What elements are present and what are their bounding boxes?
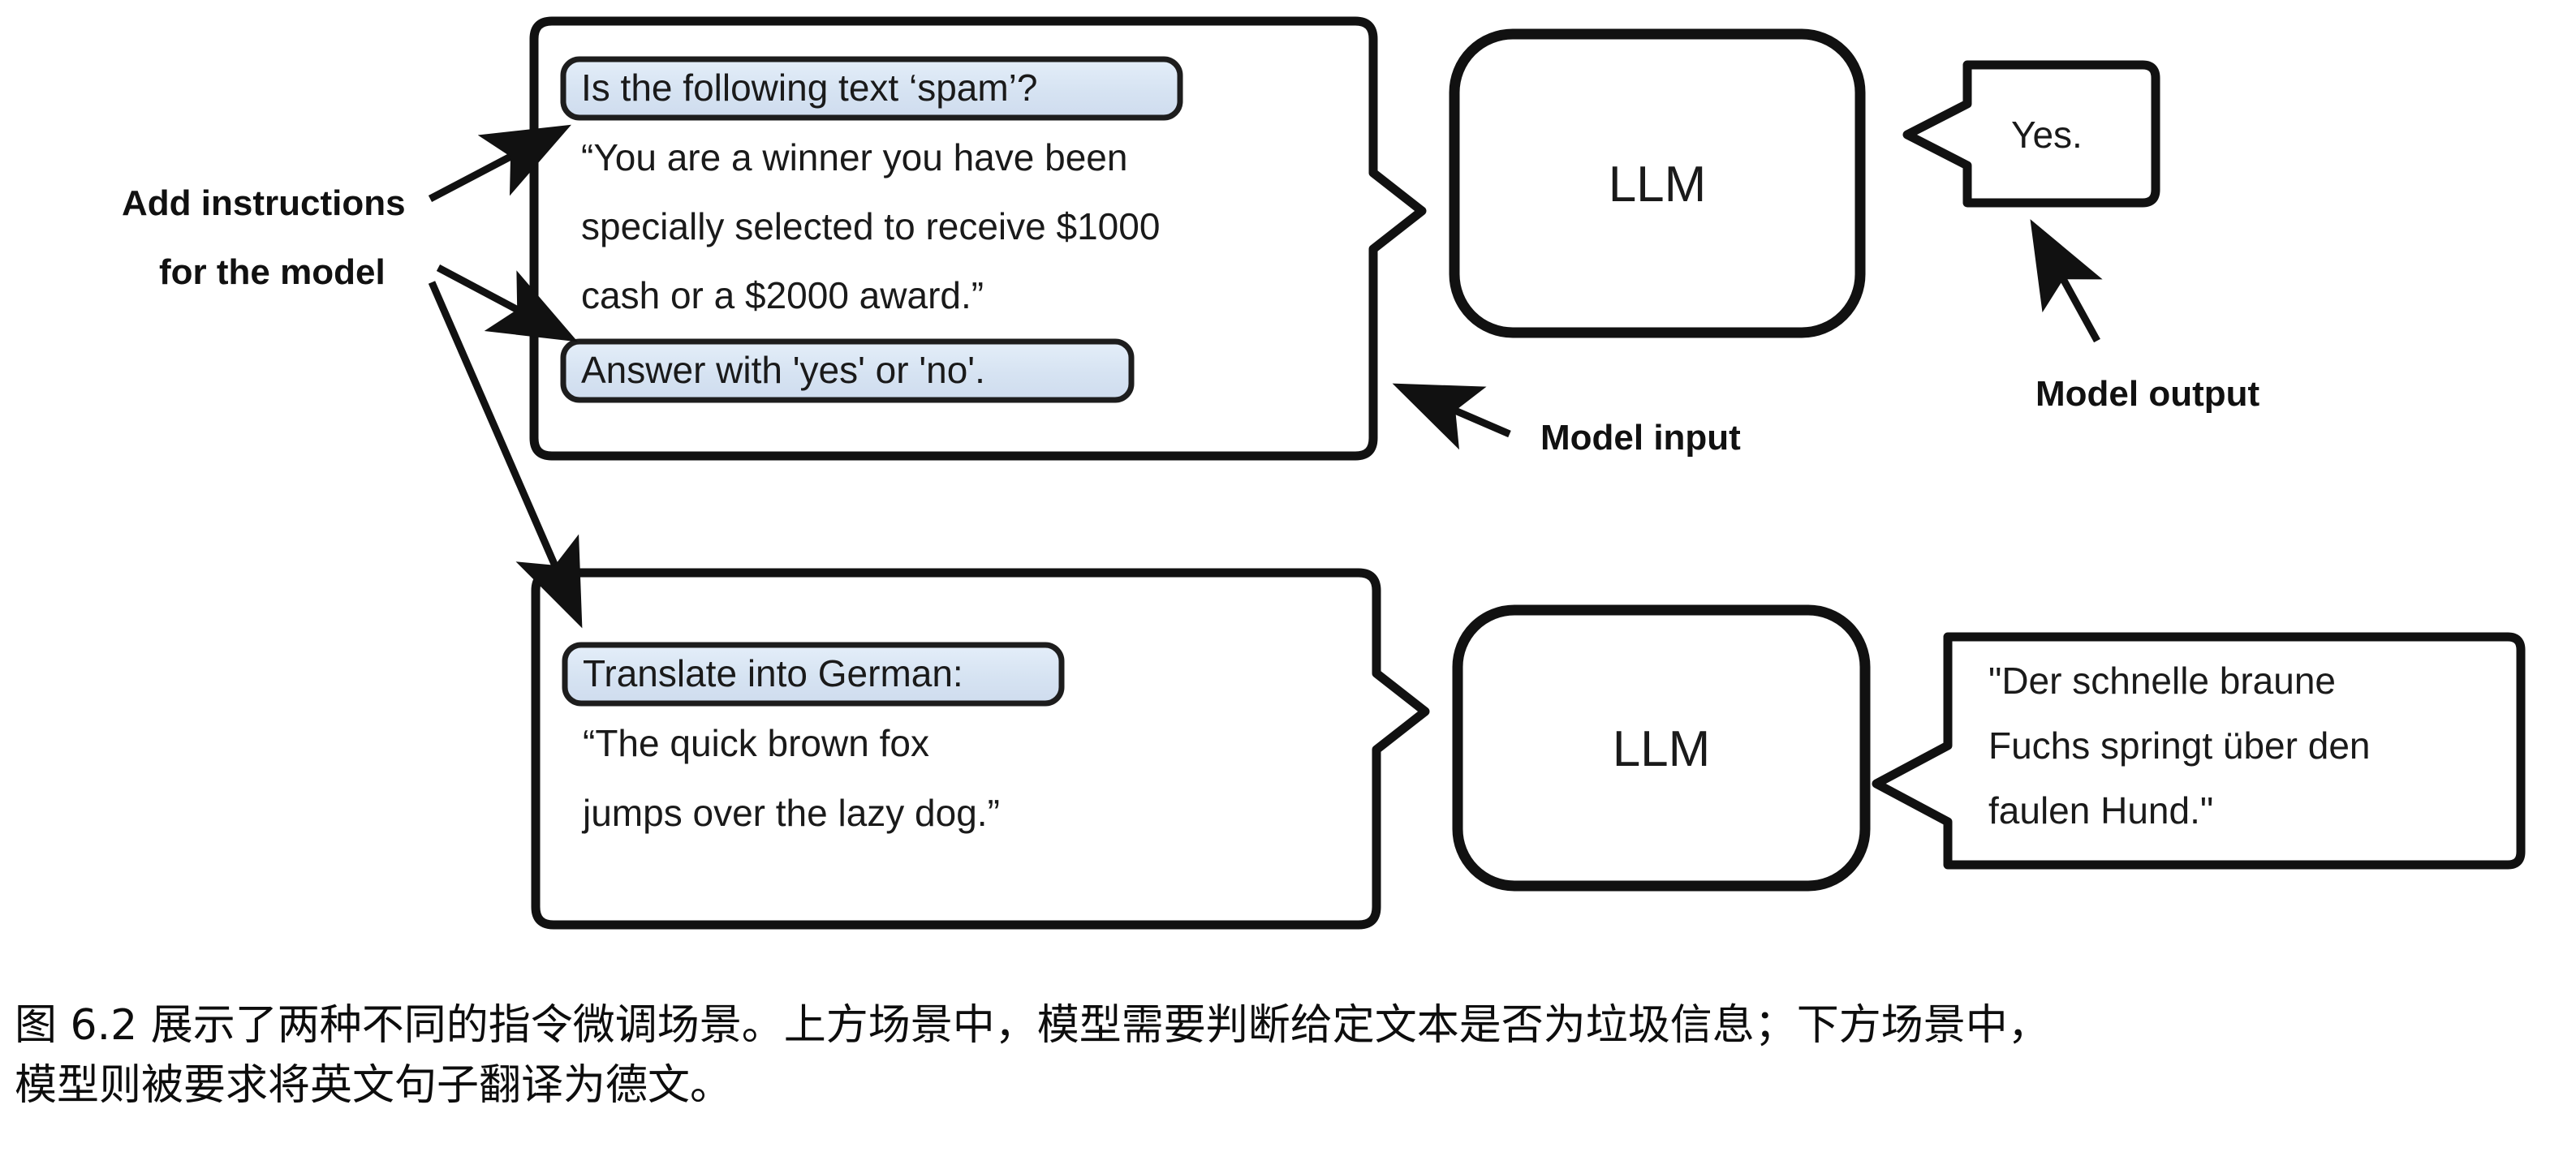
model-output-bubble-german xyxy=(1872,632,2526,870)
spam-body-line-1: “You are a winner you have been xyxy=(581,136,1127,178)
instruction-highlight-spam-top xyxy=(560,56,1183,121)
add-instructions-label-line-2: for the model xyxy=(159,252,386,292)
model-output-bubble-yes-label: Yes. xyxy=(2011,114,2083,156)
translate-body-line-1: “The quick brown fox xyxy=(583,722,929,764)
model-output-bubble-german-line-1: "Der schnelle braune xyxy=(1988,660,2336,702)
translate-body-line-2: jumps over the lazy dog.” xyxy=(581,792,1000,834)
add-instructions-label-line-1: Add instructions xyxy=(122,183,406,223)
model-output-bubble-german-line-2: Fuchs springt über den xyxy=(1988,724,2371,767)
instruction-finetuning-diagram: Is the following text ‘spam’? “You are a… xyxy=(122,16,2526,930)
llm-box-translate xyxy=(1452,604,1871,892)
spam-body-line-2: specially selected to receive $1000 xyxy=(581,205,1160,247)
llm-box-translate-label: LLM xyxy=(1613,721,1711,777)
connector-arrow-to-spam-top-instruction xyxy=(428,124,571,202)
instruction-highlight-spam-top-label: Is the following text ‘spam’? xyxy=(581,67,1038,109)
instruction-highlight-translate xyxy=(562,642,1065,707)
llm-box-spam-label: LLM xyxy=(1609,157,1707,213)
figure-caption-line-1: 图 6.2 展示了两种不同的指令微调场景。上方场景中，模型需要判断给定文本是否为… xyxy=(15,1001,2050,1050)
connector-arrow-to-spam-bottom-instruction xyxy=(436,264,578,342)
figure-caption-line-2: 模型则被要求将英文句子翻译为德文。 xyxy=(15,1060,733,1110)
instruction-highlight-spam-bottom-label: Answer with 'yes' or 'no'. xyxy=(581,349,985,391)
model-input-label: Model input xyxy=(1540,418,1741,458)
connector-arrow-model-input xyxy=(1392,383,1511,450)
model-output-bubble-german-line-3: faulen Hund." xyxy=(1988,789,2213,832)
figure-caption: 图 6.2 展示了两种不同的指令微调场景。上方场景中，模型需要判断给定文本是否为… xyxy=(15,996,2571,1116)
connector-arrow-to-translate-instruction xyxy=(428,281,583,629)
llm-box-spam xyxy=(1449,28,1866,338)
model-output-bubble-yes xyxy=(1902,60,2160,208)
model-output-label: Model output xyxy=(2035,374,2259,414)
connector-arrow-model-output xyxy=(2030,219,2103,343)
instruction-highlight-spam-bottom xyxy=(560,338,1135,403)
spam-body-line-3: cash or a $2000 award.” xyxy=(581,274,984,316)
instruction-highlight-translate-label: Translate into German: xyxy=(583,652,963,694)
